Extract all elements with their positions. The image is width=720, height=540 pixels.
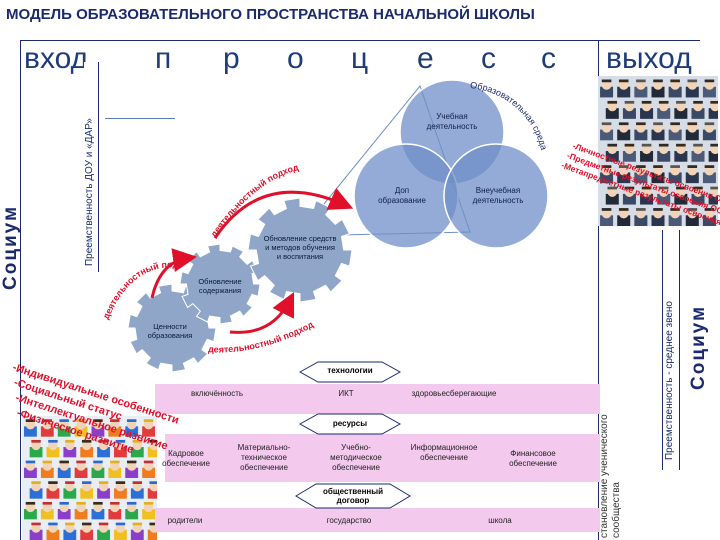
right-crowd-picture [598, 76, 720, 226]
arrow-top [213, 187, 354, 239]
process-letter: о [287, 42, 304, 75]
left-continuity-strip [84, 62, 99, 272]
technology-health: здоровьесберегающие [411, 389, 497, 398]
resource-staff: Кадровое обеспечение [162, 449, 210, 468]
contract-parents: родители [167, 516, 203, 525]
left-crowd-picture [22, 416, 161, 540]
learning-label: Учебная деятельность [426, 112, 478, 131]
resources-title: ресурсы [332, 419, 368, 428]
process-letter: с [481, 42, 496, 75]
contract-school: школа [488, 516, 512, 525]
technologies-band [155, 384, 600, 414]
exit-label: выход [606, 42, 692, 75]
resources-header [298, 413, 402, 435]
frame-blue-line [105, 118, 175, 119]
process-letter: п [155, 42, 172, 75]
process-letter: р [223, 42, 240, 75]
gear-values-label: Ценности образования [147, 322, 193, 340]
right-crowd-graphic [598, 76, 720, 226]
circle-extracurricular [443, 143, 549, 249]
technology-inclusion: включённость [190, 389, 244, 398]
page-title: МОДЕЛЬ ОБРАЗОВАТЕЛЬНОГО ПРОСТРАНСТВА НАЧ… [6, 6, 535, 23]
contract-title: общественный договор [323, 487, 383, 505]
process-letter: е [417, 42, 434, 75]
technology-ict: ИКТ [338, 389, 354, 398]
resources-band [165, 434, 600, 482]
entry-label: вход [24, 42, 89, 75]
process-word: п р о ц е с с [155, 44, 565, 76]
gear-content [179, 243, 261, 325]
right-continuity-strip [662, 230, 680, 470]
contract-header [295, 483, 411, 509]
frame-top-line [20, 40, 700, 41]
gear-content-label: Обновление содержания [198, 277, 242, 295]
gear-methods [247, 197, 353, 303]
right-results-list: -Личностные результаты освоения ООП -Пре… [560, 140, 720, 234]
process-letter: ц [351, 42, 369, 75]
arrow-bottom [229, 291, 295, 334]
left-crowd-graphic [22, 416, 161, 540]
technologies-header [298, 361, 402, 383]
contract-state: государство [326, 516, 372, 525]
exit-box [598, 40, 714, 540]
resource-methodical: Учебно-методическое обеспечение [330, 443, 382, 472]
resource-material: Материально-техническое обеспечение [237, 443, 291, 472]
arrow-middle [150, 248, 197, 299]
arrow-middle-label: деятельностный подход [0, 0, 179, 321]
process-letter: с [541, 42, 556, 75]
resource-information: Информационное обеспечение [410, 443, 478, 462]
technologies-title: технологии [327, 366, 373, 375]
resource-finance: Финансовое обеспечение [509, 449, 557, 468]
gear-methods-label: Обновление средств и методов обучения и … [263, 234, 337, 261]
extra-label: Доп образование [378, 186, 426, 205]
socium-left-strip [0, 40, 21, 540]
contract-band [155, 508, 600, 532]
arrow-bottom-label: деятельностный подход [208, 319, 315, 354]
extracurricular-label: Внеучебная деятельность [472, 186, 524, 205]
